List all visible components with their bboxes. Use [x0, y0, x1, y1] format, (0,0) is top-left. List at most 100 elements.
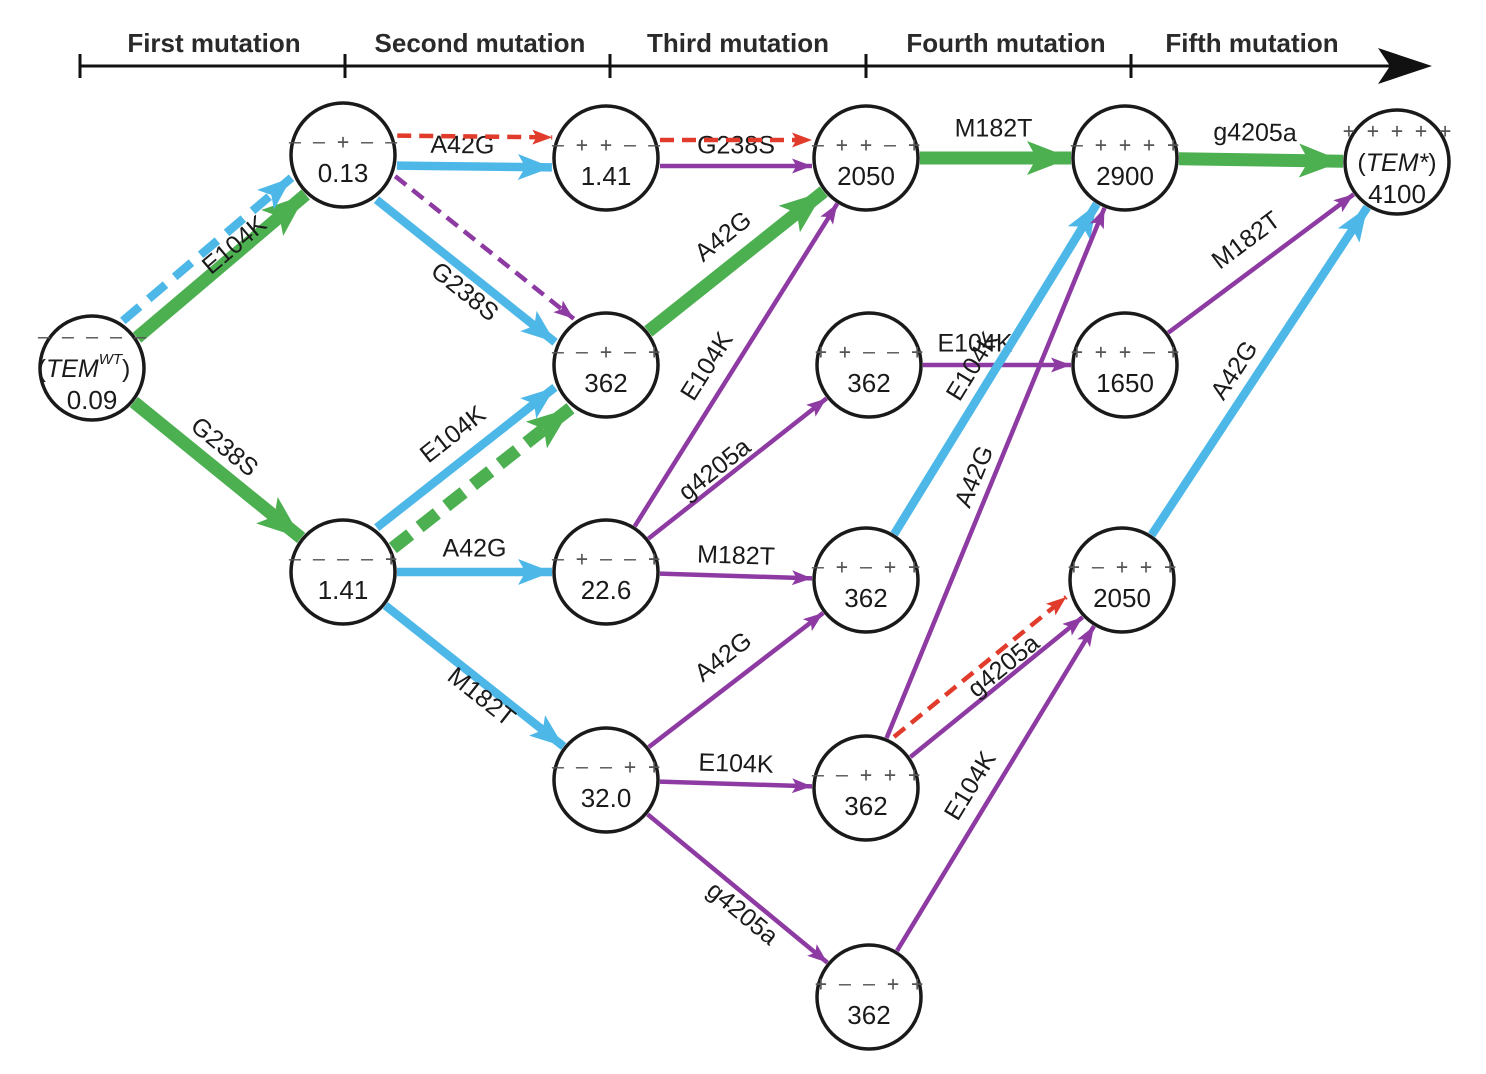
mutation-edge: E104K	[659, 748, 813, 794]
edge-line	[373, 196, 558, 346]
node-circle	[289, 101, 397, 209]
mutation-edge	[393, 174, 576, 321]
dashed-edge-line	[892, 595, 1068, 739]
node-value: 362	[584, 368, 627, 398]
edge-label: A42G	[1205, 336, 1264, 405]
node-circle	[552, 104, 660, 212]
genotype-node: + – + + + 2050	[1068, 526, 1176, 634]
mutation-edge: G238S	[129, 397, 306, 543]
edge-label: g4205a	[962, 629, 1044, 703]
node-genotype-signs: – + – + +	[812, 555, 920, 579]
mutation-edge: M182T	[382, 602, 567, 750]
node-circle	[1071, 311, 1179, 419]
edge-line	[909, 615, 1085, 759]
genotype-node: – + – – +22.6	[552, 518, 660, 626]
node-value: 2900	[1096, 161, 1154, 191]
node-genotype-signs: – + – – +	[552, 547, 660, 571]
mutation-edge: g4205a	[1178, 118, 1344, 178]
node-value: 2050	[1093, 583, 1151, 613]
genotype-node: + + + – + 1650	[1071, 311, 1179, 419]
stage-label-first: First mutation	[127, 28, 300, 58]
edge-line	[632, 202, 840, 528]
node-circle	[812, 734, 920, 842]
dashed-edge-line	[393, 174, 576, 321]
mutation-edge: M182T	[659, 540, 813, 586]
edge-line	[644, 186, 828, 337]
mutation-edge: g4205a	[647, 396, 828, 541]
genotype-node: – – + + +362	[812, 734, 920, 842]
node-circle	[1343, 108, 1451, 216]
edge-label: G238S	[697, 132, 775, 160]
node-genotype-signs: + – – + +	[815, 972, 923, 996]
stage-label-second: Second mutation	[375, 28, 586, 58]
node-genotype-signs: – – – – +	[289, 547, 397, 571]
node-genotype-name: (TEM*)	[1357, 149, 1436, 177]
mutation-edge: A42G	[644, 186, 828, 337]
node-name-superscript: WT	[99, 351, 124, 368]
genotype-node: – – – – +1.41	[289, 518, 397, 626]
mutation-edge: A42G	[1148, 204, 1371, 538]
mutation-edge	[388, 402, 576, 554]
node-genotype-signs: – – + – –	[289, 130, 398, 154]
node-name-text: TEM*	[1366, 149, 1430, 177]
edge-line	[884, 207, 1107, 739]
node-value: 0.13	[318, 158, 369, 188]
genotype-node: – + – + + 362	[812, 526, 920, 634]
node-circle	[812, 104, 920, 212]
dashed-edge-line	[397, 129, 553, 145]
genotype-node: – – + – – 0.13	[289, 101, 398, 209]
dashed-edge-line	[120, 174, 295, 325]
edge-label: M182T	[955, 115, 1033, 143]
node-genotype-signs: – – – – –	[38, 325, 147, 349]
mutation-stage-axis: First mutation Second mutation Third mut…	[78, 28, 1432, 84]
node-circle	[1071, 104, 1179, 212]
mutation-edge: A42G	[647, 611, 825, 749]
node-genotype-signs: + – + + +	[1068, 555, 1176, 579]
node-genotype-signs: – + + – –	[552, 133, 661, 157]
node-genotype-signs: + + + + +	[1343, 119, 1451, 143]
node-circle	[289, 518, 397, 626]
node-value: 0.09	[67, 385, 118, 415]
node-genotype-name: (TEMWT)	[38, 351, 131, 383]
axis-arrowhead	[1378, 48, 1432, 84]
edge-line	[1148, 204, 1371, 538]
edge-line	[374, 384, 558, 531]
edge-label: E104K	[698, 748, 774, 778]
edge-line	[1166, 192, 1356, 335]
node-circle	[1068, 526, 1176, 634]
node-name-text: TEM	[46, 355, 99, 383]
edge-label: A42G	[689, 626, 757, 687]
node-circle	[815, 943, 923, 1051]
edge-line	[1178, 143, 1344, 178]
genotype-node: – + + – +2050	[812, 104, 920, 212]
genotype-node: – + + + +2900	[1071, 104, 1179, 212]
genotype-node: – – – – –(TEMWT)0.09	[38, 314, 147, 422]
node-genotype-signs: + + + – +	[1071, 340, 1179, 364]
node-value: 1650	[1096, 368, 1154, 398]
dashed-edge-line	[388, 402, 576, 554]
genotype-node: + + + + +(TEM*)4100	[1343, 108, 1451, 216]
node-circle	[552, 726, 660, 834]
genotype-node: – – – + +32.0	[552, 726, 660, 834]
edge-label: M182T	[697, 540, 776, 570]
paren-open: (	[38, 355, 47, 383]
node-value: 362	[844, 583, 887, 613]
edge-label: A42G	[443, 535, 507, 563]
node-genotype-signs: – + + – +	[812, 133, 920, 157]
stage-label-third: Third mutation	[647, 28, 829, 58]
node-circle	[38, 314, 146, 422]
edge-label: E104K	[939, 746, 1002, 825]
genotype-node: + – – + +362	[815, 943, 923, 1051]
edge-line	[647, 611, 825, 749]
edge-line	[659, 570, 813, 586]
mutation-edge: E104K	[890, 201, 1101, 537]
edge-label: M182T	[442, 662, 520, 732]
node-value: 1.41	[581, 161, 632, 191]
stage-label-fifth: Fifth mutation	[1165, 28, 1338, 58]
edge-line	[646, 812, 829, 965]
genotype-node: – + + – – 1.41	[552, 104, 661, 212]
paren-close: )	[122, 355, 130, 383]
mutation-edge: E104K	[374, 384, 558, 531]
mutation-edge: g4205a	[646, 812, 829, 965]
mutation-edge: A42G	[397, 535, 552, 585]
